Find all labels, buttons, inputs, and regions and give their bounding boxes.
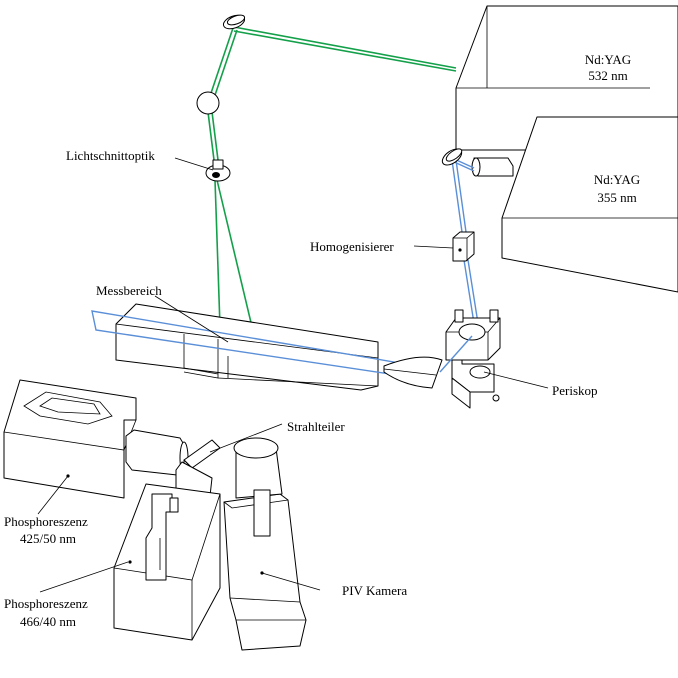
laser-355-label-line1: Nd:YAG [594, 172, 640, 187]
periskop [445, 309, 501, 409]
messbereich-channel [115, 303, 379, 391]
strahlteiler [175, 439, 221, 497]
phosphor-camera-466 [113, 483, 221, 641]
laser-355-box [501, 116, 678, 293]
label-periskop: Periskop [552, 383, 598, 398]
beam-355-periskop [439, 335, 473, 373]
mirror-top [222, 14, 246, 30]
label-piv-kamera: PIV Kamera [342, 583, 407, 598]
label-strahlteiler: Strahlteiler [287, 419, 345, 434]
label-phosphor-466-line1: Phosphoreszenz [4, 596, 88, 611]
label-phosphor-466-line2: 466/40 nm [20, 614, 76, 629]
beam-532-path [207, 26, 457, 357]
lichtschnittoptik-lens [205, 159, 231, 182]
laser-532-label-line2: 532 nm [588, 68, 627, 83]
leader-lines [37, 157, 549, 593]
label-phosphor-425-line2: 425/50 nm [20, 531, 76, 546]
label-lichtschnittoptik: Lichtschnittoptik [66, 148, 155, 163]
laser-532-label-line1: Nd:YAG [585, 52, 631, 67]
label-phosphor-425-line1: Phosphoreszenz [4, 514, 88, 529]
label-messbereich: Messbereich [96, 283, 162, 298]
label-homogenisierer: Homogenisierer [310, 239, 394, 254]
laser-355-label-line2: 355 nm [597, 190, 636, 205]
beam-expander [471, 157, 514, 177]
mirror-middle [196, 91, 220, 115]
homogenisierer-box [452, 231, 475, 262]
periskop-outlet [383, 356, 443, 389]
mirror-355 [441, 148, 463, 166]
phosphor-camera-425 [3, 379, 189, 499]
piv-camera [223, 437, 307, 651]
